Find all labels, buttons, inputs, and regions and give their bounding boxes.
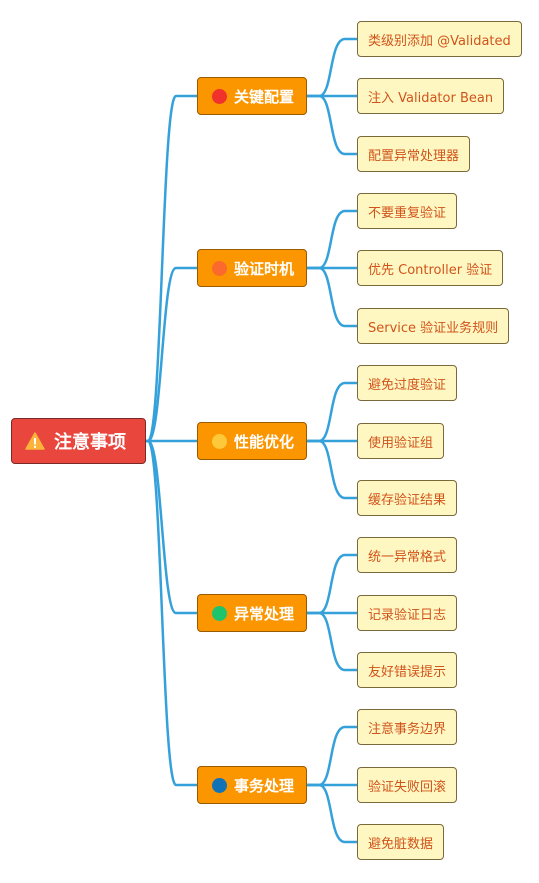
category-node-key-config[interactable]: 关键配置 (197, 77, 307, 115)
status-dot-icon (212, 777, 227, 793)
leaf-label: 使用验证组 (368, 435, 434, 451)
category-label: 关键配置 (234, 87, 295, 106)
leaf-node[interactable]: 不要重复验证 (357, 193, 458, 229)
leaf-node[interactable]: 注意事务边界 (357, 709, 458, 745)
leaf-label: 优先 Controller 验证 (368, 262, 493, 278)
category-label: 验证时机 (234, 259, 295, 278)
leaf-node[interactable]: 避免过度验证 (357, 365, 458, 401)
connector-line (305, 725, 359, 787)
leaf-label: 友好错误提示 (368, 664, 447, 680)
leaf-label: Service 验证业务规则 (368, 320, 499, 336)
leaf-label: 缓存验证结果 (368, 492, 447, 508)
leaf-node[interactable]: 统一异常格式 (357, 537, 458, 573)
leaf-label: 统一异常格式 (368, 549, 447, 565)
leaf-label: 注入 Validator Bean (368, 90, 494, 106)
connector-line (305, 94, 359, 156)
leaf-label: 验证失败回滚 (368, 779, 447, 795)
leaf-node[interactable]: 验证失败回滚 (357, 767, 458, 803)
leaf-label: 注意事务边界 (368, 721, 447, 737)
root-node[interactable]: 注意事项 (11, 418, 146, 464)
leaf-node[interactable]: 记录验证日志 (357, 595, 458, 631)
status-dot-icon (212, 605, 227, 621)
connector-line (140, 439, 199, 787)
warning-icon (25, 432, 45, 450)
leaf-node[interactable]: 缓存验证结果 (357, 480, 458, 516)
leaf-node[interactable]: 友好错误提示 (357, 652, 458, 688)
leaf-node[interactable]: Service 验证业务规则 (357, 308, 510, 344)
connector-line (305, 381, 359, 443)
connector-line (305, 611, 359, 672)
category-label: 异常处理 (234, 604, 295, 623)
category-node-performance[interactable]: 性能优化 (197, 422, 307, 460)
status-dot-icon (212, 88, 227, 104)
connector-line (305, 553, 359, 615)
leaf-label: 类级别添加 @Validated (368, 33, 511, 49)
leaf-label: 不要重复验证 (368, 205, 447, 221)
leaf-node[interactable]: 避免脏数据 (357, 824, 445, 860)
leaf-node[interactable]: 配置异常处理器 (357, 136, 471, 172)
connector-line (305, 209, 359, 270)
leaf-label: 记录验证日志 (368, 607, 447, 623)
connector-line (140, 266, 199, 443)
leaf-node[interactable]: 使用验证组 (357, 423, 445, 459)
connector-line (305, 783, 359, 844)
category-label: 性能优化 (234, 432, 295, 451)
connector-line (140, 94, 199, 443)
leaf-node[interactable]: 优先 Controller 验证 (357, 250, 504, 286)
category-node-exception-handling[interactable]: 异常处理 (197, 594, 307, 632)
leaf-node[interactable]: 类级别添加 @Validated (357, 21, 522, 57)
connector-line (305, 37, 359, 98)
category-label: 事务处理 (234, 776, 295, 795)
root-label: 注意事项 (54, 432, 126, 453)
connector-line (140, 439, 199, 615)
category-node-transaction[interactable]: 事务处理 (197, 766, 307, 804)
status-dot-icon (212, 433, 227, 449)
connector-line (305, 266, 359, 328)
leaf-label: 配置异常处理器 (368, 148, 460, 164)
status-dot-icon (212, 260, 227, 276)
leaf-label: 避免脏数据 (368, 836, 434, 852)
connector-line (305, 439, 359, 500)
leaf-node[interactable]: 注入 Validator Bean (357, 78, 505, 114)
leaf-label: 避免过度验证 (368, 377, 447, 393)
category-node-validation-timing[interactable]: 验证时机 (197, 249, 307, 287)
